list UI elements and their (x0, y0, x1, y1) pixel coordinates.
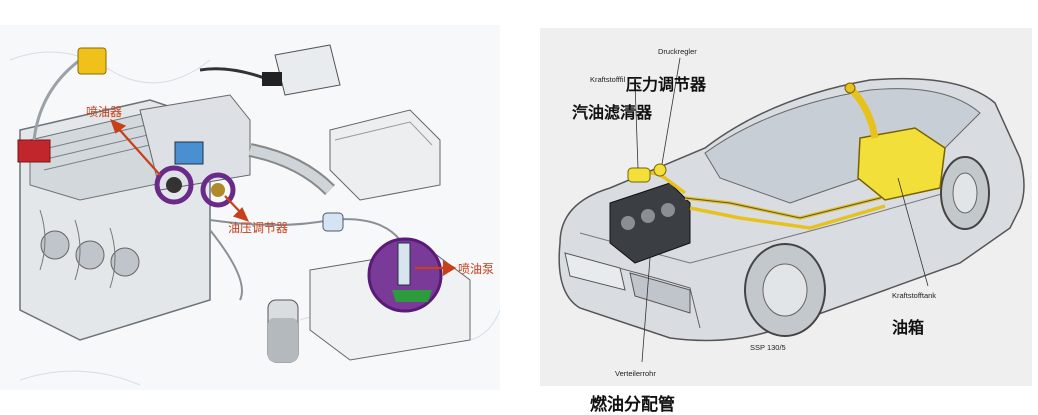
ignition-connector (77, 47, 107, 75)
car-fuel-system-panel: Druckregler Kraftstofffil Kraftstofftank… (540, 28, 1032, 386)
label-fuel-filter-cn: 汽油滤清器 (572, 103, 653, 122)
engine-illustration: 喷油器 油压调节器 喷油泵 (0, 25, 500, 390)
label-verteilerrohr: Verteilerrohr (615, 369, 656, 378)
label-pressure-regulator-left: 油压调节器 (228, 221, 288, 235)
air-filter-box (329, 109, 441, 201)
fuel-pump-highlight (367, 237, 443, 313)
label-injector: 喷油器 (86, 105, 122, 119)
spark-plug-wires (17, 47, 107, 163)
engine-diagram-panel: 喷油器 油压调节器 喷油泵 (0, 0, 500, 415)
car-illustration: Druckregler Kraftstofffil Kraftstofftank… (558, 47, 1025, 378)
rear-wheel (940, 156, 990, 230)
label-kraftstofffilter: Kraftstofffil (590, 75, 625, 84)
label-fuel-rail-cn: 燃油分配管 (590, 395, 675, 415)
ecu-module (199, 44, 341, 96)
label-druckregler: Druckregler (658, 47, 697, 56)
fuel-filter (267, 212, 344, 363)
label-fuel-pump: 喷油泵 (458, 262, 494, 276)
label-pressure-regulator-cn: 压力调节器 (626, 75, 707, 94)
label-arrows (110, 119, 457, 276)
fuel-tank-car (844, 82, 946, 201)
front-wheel (744, 243, 826, 337)
label-fuel-tank-cn: 油箱 (892, 318, 925, 337)
intake-manifold (139, 94, 335, 196)
engine-block-car (609, 182, 691, 264)
pressure-regulator-highlight (200, 172, 236, 208)
injector-highlight (154, 165, 194, 205)
fuel-filter-car (627, 167, 651, 183)
label-kraftstofftank: Kraftstofftank (892, 291, 936, 300)
label-ssp-code: SSP 130/5 (750, 343, 786, 352)
pressure-regulator-car (653, 163, 667, 177)
leader-lines (634, 57, 929, 363)
